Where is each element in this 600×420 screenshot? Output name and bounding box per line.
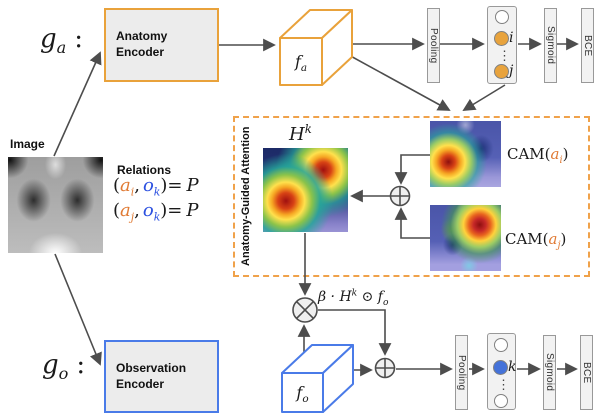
beta-attention-label: β · Hk ⊙ fo bbox=[318, 288, 389, 308]
hk-heatmap-image bbox=[263, 148, 348, 232]
node-i-label: i bbox=[509, 30, 514, 46]
node-circle-bottom-obs bbox=[494, 394, 508, 408]
anatomy-function-label: ga: bbox=[40, 24, 84, 58]
arrow-image-to-anatomy-encoder bbox=[53, 51, 102, 157]
node-circle-top-obs bbox=[494, 338, 508, 352]
fo-cube bbox=[281, 344, 354, 413]
node-j-label: j bbox=[509, 63, 514, 79]
node-circle-i bbox=[494, 31, 509, 46]
pooling-box-observation: Pooling bbox=[455, 335, 468, 410]
anatomy-node-dots: ⋮ bbox=[498, 48, 511, 63]
relations-title: Relations bbox=[117, 163, 172, 177]
anatomy-encoder-box: Anatomy Encoder bbox=[104, 8, 219, 82]
hk-label: Hk bbox=[289, 122, 312, 145]
arrow-multiply-to-add bbox=[318, 309, 392, 356]
arrow-cam-ai-to-add bbox=[394, 154, 430, 185]
observation-encoder-label-line1: Observation bbox=[116, 360, 187, 375]
cam-aj-label: CAM(aj) bbox=[505, 230, 567, 251]
fo-label: fo bbox=[296, 383, 309, 406]
relation-eq-1: (ai,ok)=P bbox=[113, 175, 199, 199]
node-circle-j bbox=[494, 64, 509, 79]
add-operator-attention-icon bbox=[389, 185, 411, 207]
arrow-cam-aj-to-add bbox=[394, 207, 430, 239]
node-circle-k bbox=[493, 360, 508, 375]
node-circle-top bbox=[495, 10, 509, 24]
bce-box-observation: BCE bbox=[580, 335, 593, 410]
anatomy-encoder-label-line1: Anatomy bbox=[116, 29, 168, 44]
observation-encoder-label-line2: Encoder bbox=[116, 376, 165, 391]
add-operator-observation-icon bbox=[374, 357, 396, 379]
multiply-operator-icon bbox=[292, 297, 318, 323]
fa-cube bbox=[279, 9, 353, 86]
node-k-label: k bbox=[508, 359, 517, 375]
observation-encoder-box: Observation Encoder bbox=[104, 340, 219, 413]
attention-dashed-box bbox=[233, 116, 590, 277]
xray-image bbox=[8, 157, 103, 253]
arrow-fa-to-attention bbox=[335, 47, 451, 111]
pooling-box-anatomy: Pooling bbox=[427, 8, 440, 83]
cam-aj-image bbox=[430, 205, 501, 271]
observation-node-dots: ⋮ bbox=[497, 377, 510, 392]
bce-box-anatomy: BCE bbox=[581, 8, 594, 83]
cam-ai-label: CAM(ai) bbox=[507, 145, 569, 166]
fa-label: fa bbox=[294, 52, 308, 75]
image-label: Image bbox=[10, 137, 45, 151]
relation-eq-2: (aj,ok)=P bbox=[113, 200, 199, 224]
observation-function-label: go: bbox=[42, 350, 86, 384]
arrow-image-to-observation-encoder bbox=[54, 253, 102, 366]
sigmoid-box-anatomy: Sigmoid bbox=[544, 8, 557, 83]
cam-ai-image bbox=[430, 121, 501, 187]
arrow-nodes-to-attention bbox=[462, 84, 506, 111]
sigmoid-box-observation: Sigmoid bbox=[543, 335, 556, 410]
anatomy-encoder-label-line2: Encoder bbox=[116, 45, 165, 59]
